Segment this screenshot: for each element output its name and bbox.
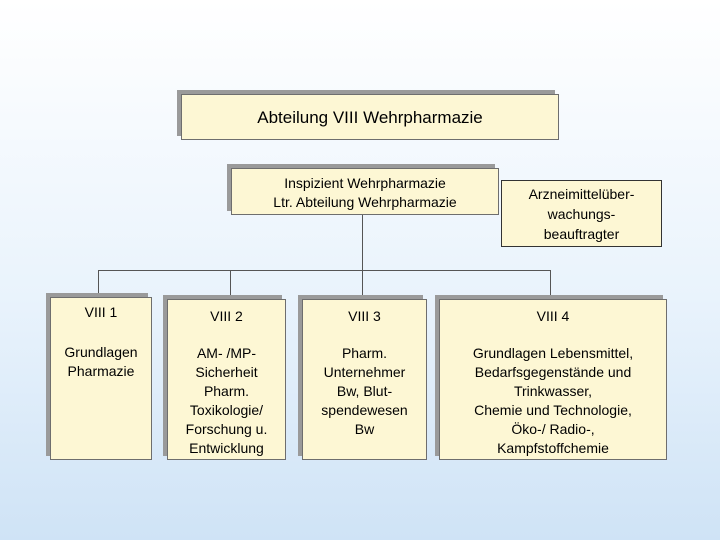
unit-description: Pharm. Unternehmer Bw, Blut- spendewesen…: [321, 345, 408, 437]
unit-box-viii-3: VIII 3 Pharm. Unternehmer Bw, Blut- spen…: [302, 299, 427, 460]
unit-description: Grundlagen Pharmazie: [64, 344, 138, 379]
inspector-box: Inspizient Wehrpharmazie Ltr. Abteilung …: [231, 168, 499, 215]
department-title: Abteilung VIII Wehrpharmazie: [257, 108, 483, 127]
connector-unit-2: [230, 270, 231, 299]
unit-code: VIII 1: [84, 304, 118, 320]
unit-code: VIII 3: [348, 308, 381, 324]
unit-box-viii-4: VIII 4 Grundlagen Lebensmittel, Bedarfsg…: [439, 299, 667, 460]
unit-code: VIII 4: [536, 308, 570, 324]
representative-label: Arzneimittelüber- wachungs- beauftragter: [528, 186, 635, 242]
unit-code: VIII 2: [210, 308, 243, 324]
unit-box-viii-2: VIII 2 AM- /MP- Sicherheit Pharm. Toxiko…: [167, 299, 286, 460]
connector-trunk: [362, 215, 363, 270]
department-title-box: Abteilung VIII Wehrpharmazie: [181, 94, 559, 140]
unit-description: Grundlagen Lebensmittel, Bedarfsgegenstä…: [472, 345, 634, 456]
inspector-subtitle: Ltr. Abteilung Wehrpharmazie: [273, 194, 457, 210]
connector-unit-1: [98, 270, 99, 294]
unit-box-viii-1: VIII 1 Grundlagen Pharmazie: [50, 297, 152, 460]
connector-unit-4: [550, 270, 551, 299]
inspector-title: Inspizient Wehrpharmazie: [284, 175, 446, 191]
representative-box: Arzneimittelüber- wachungs- beauftragter: [501, 180, 662, 247]
connector-bar: [98, 270, 551, 271]
connector-unit-3: [362, 270, 363, 299]
unit-description: AM- /MP- Sicherheit Pharm. Toxikologie/ …: [185, 345, 268, 456]
